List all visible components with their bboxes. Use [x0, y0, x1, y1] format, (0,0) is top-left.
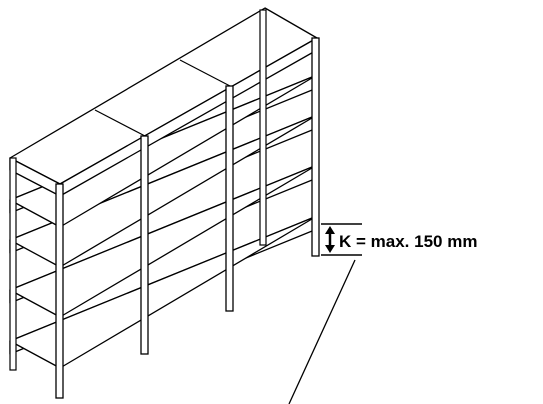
front-upright [55, 183, 64, 399]
shelf-boards [9, 7, 318, 369]
front-upright [311, 37, 320, 257]
leader-line [288, 259, 356, 404]
front-upright [140, 135, 149, 355]
clearance-dimension [288, 223, 362, 404]
shelf-board [9, 215, 318, 369]
shelf-board [9, 164, 318, 318]
front-upright [225, 85, 234, 312]
rear-upright [9, 157, 17, 371]
clearance-label: K = max. 150 mm [339, 232, 477, 251]
shelf-board [9, 114, 318, 268]
rear-uprights [9, 9, 267, 371]
front-uprights [55, 37, 320, 399]
arrow-up-icon [325, 226, 335, 234]
top-bay-dividers [94, 59, 231, 137]
arrow-down-icon [325, 245, 335, 253]
rear-upright [259, 9, 267, 246]
